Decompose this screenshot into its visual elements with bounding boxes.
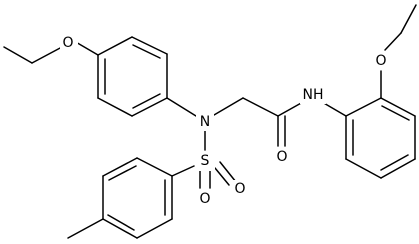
ring-bond — [345, 97, 382, 117]
ring-bond — [380, 97, 416, 117]
lower-tolyl-ring — [67, 157, 173, 239]
oxygen-sulfonyl-left-label: O — [199, 191, 210, 207]
ring-bond — [345, 158, 382, 179]
ch2-carbonyl-bond — [242, 97, 279, 117]
n-aryl-bond — [321, 101, 347, 117]
ring-double-bond — [132, 93, 161, 109]
central-linkers — [166, 97, 244, 189]
left-ethoxy-group — [3, 40, 99, 64]
ring-bond — [131, 97, 168, 117]
right-ethoxy-group — [380, 4, 417, 99]
amide-nh-label: NH — [303, 87, 324, 103]
oxygen-sulfonyl-right-label: O — [234, 181, 245, 197]
ring-bond — [102, 218, 138, 239]
ring-bond — [97, 36, 133, 56]
ring-double-bond — [107, 214, 135, 231]
nitrogen-center-label: N — [200, 114, 210, 130]
n-ch2-bond — [213, 97, 244, 116]
ring-double-bond — [108, 165, 137, 181]
ethyl-terminal-bond-left — [3, 46, 33, 64]
o-sulfonyl-left-bg — [196, 190, 214, 208]
o-left-bg — [60, 34, 78, 52]
atom-labels: O N S O O O NH O — [60, 34, 390, 208]
ring-double-bond — [132, 44, 161, 59]
ether-bond-right — [384, 32, 402, 51]
s-o-bond-right-a — [214, 167, 230, 186]
ring-bond — [136, 157, 173, 177]
ring-double-bond — [381, 105, 410, 121]
aryl-n-bond — [166, 97, 197, 117]
ring-bond — [102, 157, 138, 177]
ethyl-bond-right — [400, 4, 417, 34]
ring-bond — [131, 36, 168, 55]
amide-chain — [242, 97, 347, 147]
methyl-bond — [67, 218, 104, 239]
right-aryl-ring — [345, 97, 416, 179]
oxygen-left-label: O — [62, 35, 73, 51]
o-sulfonyl-right-bg — [231, 180, 249, 198]
o-right-bg — [372, 52, 390, 70]
oxygen-right-label: O — [375, 53, 386, 69]
ring-bond — [136, 218, 173, 239]
n-center-bg — [196, 113, 214, 131]
ring-bond — [380, 158, 416, 179]
o-carbonyl-bg — [273, 148, 291, 166]
s-sulfonyl-bg — [195, 151, 215, 171]
ring-double-bond — [380, 154, 409, 171]
ring-bond — [97, 97, 133, 117]
upper-left-benzene-ring — [97, 36, 168, 117]
nh-amide-bg — [300, 86, 326, 104]
ethyl-bond-left — [31, 46, 63, 64]
carbonyl-n-bond — [277, 101, 304, 117]
sulfur-label: S — [201, 153, 210, 169]
oxygen-carbonyl-label: O — [276, 149, 287, 165]
s-o-bond-right-b — [219, 161, 237, 183]
s-aryl-bond — [171, 165, 195, 177]
